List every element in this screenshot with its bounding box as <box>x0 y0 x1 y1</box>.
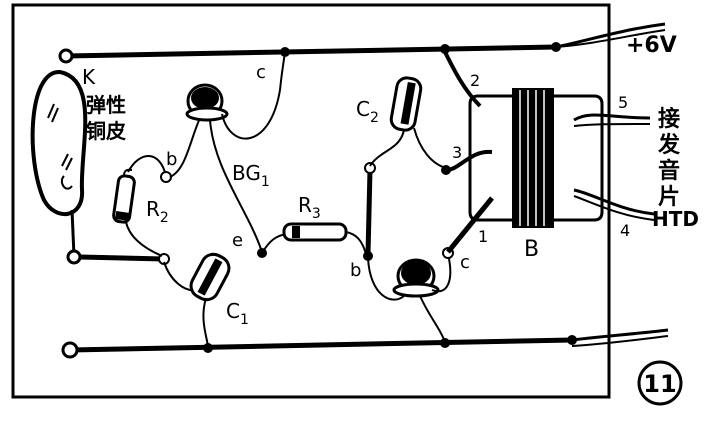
r3-lead-right <box>345 231 367 255</box>
b-mid-label: b <box>350 260 361 281</box>
node-b-mid <box>363 251 373 261</box>
r2-to-b-wire <box>127 155 167 177</box>
pin2-label: 2 <box>470 71 480 90</box>
bg1-label: BG1 <box>232 161 270 190</box>
earpiece-char-4: 片 <box>658 185 680 210</box>
pin5-lead-outer <box>573 123 651 127</box>
spring-leaf-hatch-1 <box>47 103 59 123</box>
pin5-lead <box>573 113 651 122</box>
c-top-label: c <box>256 62 266 83</box>
transformer-core <box>512 88 554 228</box>
c1-capacitor-stripe <box>197 258 223 296</box>
c1-lead-bottom <box>202 297 209 347</box>
transformer-core-lines <box>519 90 545 226</box>
bg1-transistor-rim <box>185 106 229 122</box>
bg2-emitter-lead <box>419 295 446 343</box>
figure-number: 11 <box>643 370 676 398</box>
bg2-collector-lead <box>431 253 452 293</box>
transformer-label: B <box>524 237 539 262</box>
spring-label-line1: 弹性 <box>86 93 126 117</box>
pin1-label: 1 <box>478 227 488 246</box>
k-to-node-wire <box>79 254 165 262</box>
b-left-label: b <box>166 149 177 170</box>
node-b-mid-top <box>364 162 376 174</box>
spring-leaf-curl <box>60 175 73 190</box>
earpiece-char-2: 发 <box>657 132 681 158</box>
earpiece-char-3: 音 <box>658 158 680 184</box>
spring-label-line2: 铜皮 <box>86 119 126 143</box>
r3-label: R3 <box>298 193 321 222</box>
r2-label: R2 <box>146 197 169 226</box>
supply-label: +6V <box>626 33 677 58</box>
bottom-rail-terminal-left <box>61 341 79 359</box>
bottom-rail-solder-bg2 <box>440 338 450 348</box>
c1-label: C1 <box>226 299 249 328</box>
supply-lead-wire-outer <box>555 29 666 48</box>
c2-label: C2 <box>356 97 379 126</box>
top-rail-wire <box>65 44 557 59</box>
c2-lead-left <box>369 129 405 167</box>
k-label: K <box>82 65 96 89</box>
bottom-rail-wire <box>69 337 573 353</box>
spring-leaf-hatch-2 <box>61 153 73 171</box>
bottom-lead-wire <box>571 328 669 342</box>
node-pin3 <box>441 165 451 175</box>
r2-lead-bottom <box>125 221 163 257</box>
r3-band <box>292 226 300 238</box>
r2-band <box>115 211 131 221</box>
pin3-label: 3 <box>452 143 462 162</box>
bg1-transistor-cap <box>191 87 219 109</box>
spring-leaf-terminal <box>66 249 82 265</box>
bg2-transistor-cap <box>401 261 431 285</box>
node-b-mid-bar <box>365 169 373 255</box>
e-label: e <box>232 230 243 251</box>
top-rail-terminal-left <box>58 48 74 64</box>
pin5-label: 5 <box>618 93 628 112</box>
node-b-left <box>160 171 172 183</box>
figure-number-circle <box>637 360 683 406</box>
bottom-lead-wire-outer <box>571 335 669 347</box>
r2-lead-top <box>123 168 133 177</box>
bg1-emitter-lead <box>209 119 263 253</box>
pin4-label: 4 <box>620 221 630 240</box>
pin4-lead-outer <box>573 195 655 221</box>
c2-capacitor-stripe <box>400 81 416 125</box>
pin1-lead <box>446 196 494 254</box>
spring-leaf-lead <box>70 209 76 257</box>
bg1-collector-lead <box>221 51 286 140</box>
r2-resistor-body <box>112 174 136 224</box>
bottom-rail-solder-c1 <box>203 343 213 353</box>
c2-lead-right <box>413 127 447 169</box>
bg1-base-lead <box>169 117 201 178</box>
bg2-transistor-rim <box>392 282 440 298</box>
earpiece-char-1: 接 <box>658 107 680 132</box>
bg2-base-lead <box>367 257 405 301</box>
c-right-label: c <box>460 252 470 273</box>
pin4-lead <box>573 188 655 216</box>
top-rail-solder-transformer <box>440 44 450 54</box>
pin2-lead <box>443 51 482 108</box>
spring-copper-leaf <box>30 69 88 217</box>
htd-label: HTD <box>652 207 699 231</box>
supply-lead-wire <box>555 22 666 49</box>
